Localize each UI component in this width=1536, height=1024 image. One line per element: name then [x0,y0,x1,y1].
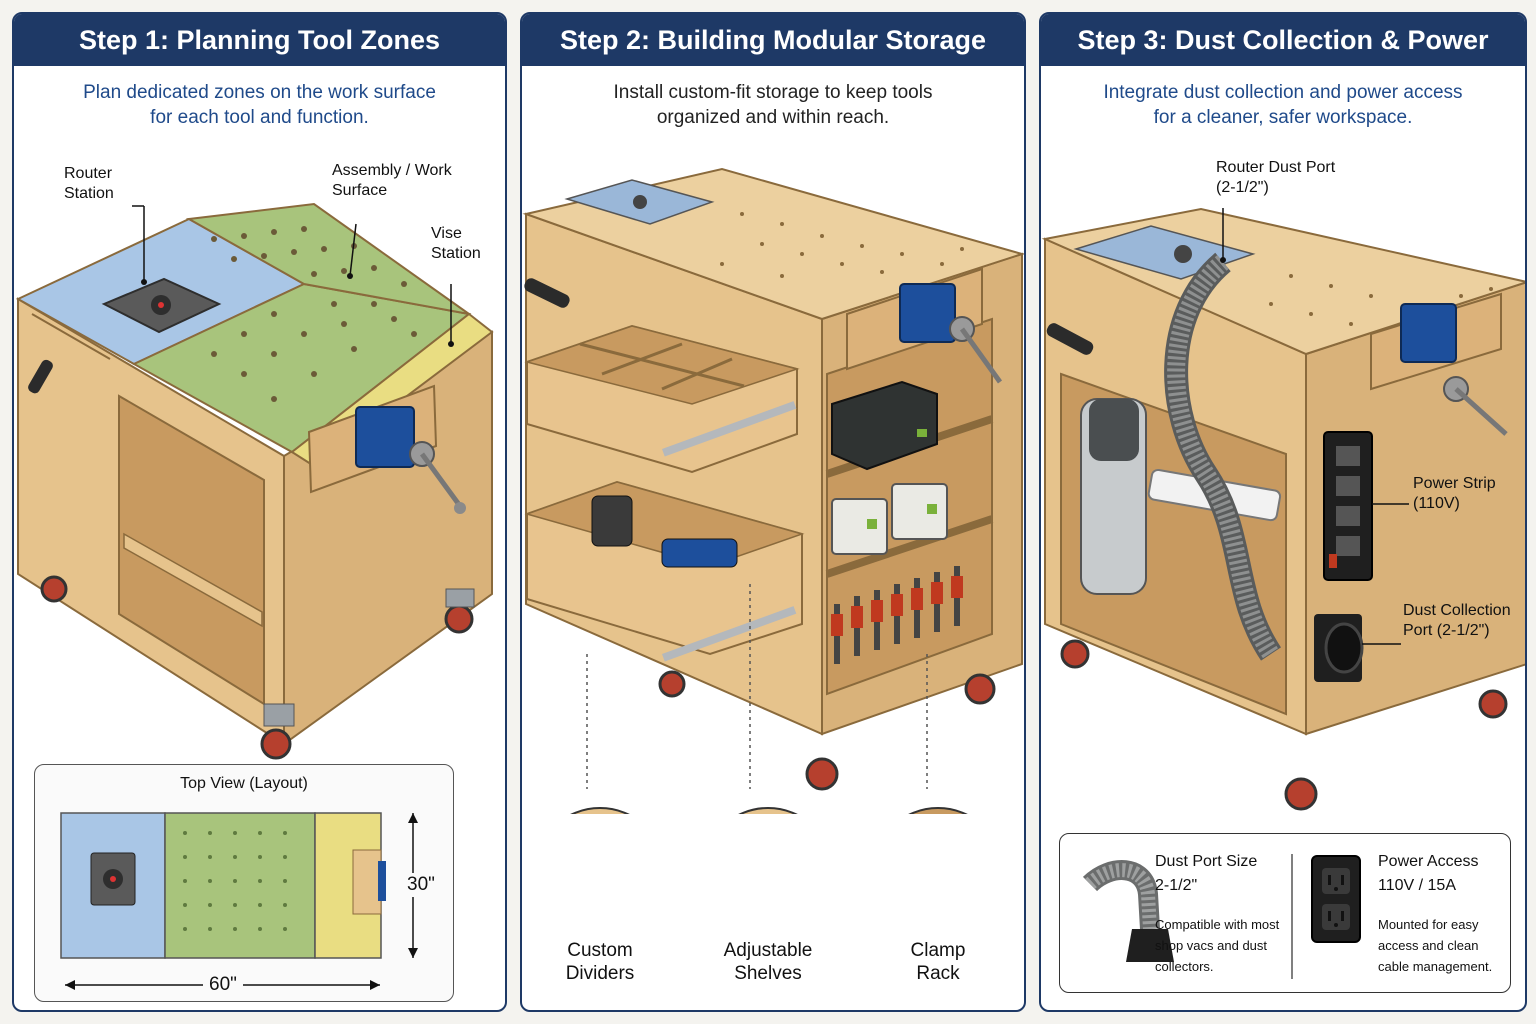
handle-icon [28,359,53,394]
bench-vise-icon [899,283,956,343]
handle-icon [1046,323,1094,355]
bench-vise-icon [1400,303,1457,363]
workbench-illustration [15,202,494,760]
layout-title: Top View (Layout) [180,775,308,792]
clamp-rack-icon [831,566,963,664]
layout-height: 30" [407,873,435,897]
layout-diagram [60,812,418,990]
detail-clamp-rack [908,807,968,814]
panel-3-title: Step 3: Dust Collection & Power [1041,14,1525,66]
caster-icon [658,670,996,791]
top-view-layout: Top View (Layout) 30" 60" [34,764,454,1002]
router-icon [591,495,633,547]
caster-icon [1060,639,1508,811]
panel-step-3: Step 3: Dust Collection & Power Integrat… [1039,12,1527,1012]
power-access-title: Power Access [1378,853,1479,870]
dust-hose-icon [1082,860,1174,962]
callout-power-strip: Power Strip(110V) [1413,475,1496,512]
systainer-icon [891,483,948,540]
dust-port-size-title: Dust Port Size [1155,853,1258,870]
layout-width: 60" [203,974,243,996]
power-outlet-icon [1311,855,1361,943]
detail-adjustable-shelves [738,807,798,814]
bench-vise-icon [355,406,415,468]
panel-step-1: Step 1: Planning Tool Zones Plan dedicat… [12,12,507,1012]
power-access-value: 110V / 15A [1378,877,1456,894]
panel-step-2: Step 2: Building Modular Storage Install… [520,12,1026,1012]
dog-holes [211,226,417,402]
handle-icon [524,278,570,308]
detail-custom-dividers [570,807,630,814]
power-tool-icon [661,538,738,568]
panel-1-title: Step 1: Planning Tool Zones [14,14,505,66]
caster-icon [40,575,475,760]
panel-1-description: Plan dedicated zones on the work surface… [83,82,436,128]
bench-vise-icon [378,861,386,901]
storage-illustration [522,167,1024,814]
dust-power-illustration [1041,207,1525,811]
dust-port-size-value: 2-1/2" [1155,877,1198,894]
toolbox-icon [831,380,938,471]
systainer-icon [831,498,888,555]
panel-3-description: Integrate dust collection and power acce… [1103,82,1463,128]
specs-box: Dust Port Size 2-1/2" Compatible with mo… [1059,833,1511,993]
callout-router-dust-port: Router Dust Port(2-1/2") [1216,159,1336,196]
panel-2-description: Install custom-fit storage to keep tools… [613,82,933,128]
panel-2-title: Step 2: Building Modular Storage [522,14,1024,66]
